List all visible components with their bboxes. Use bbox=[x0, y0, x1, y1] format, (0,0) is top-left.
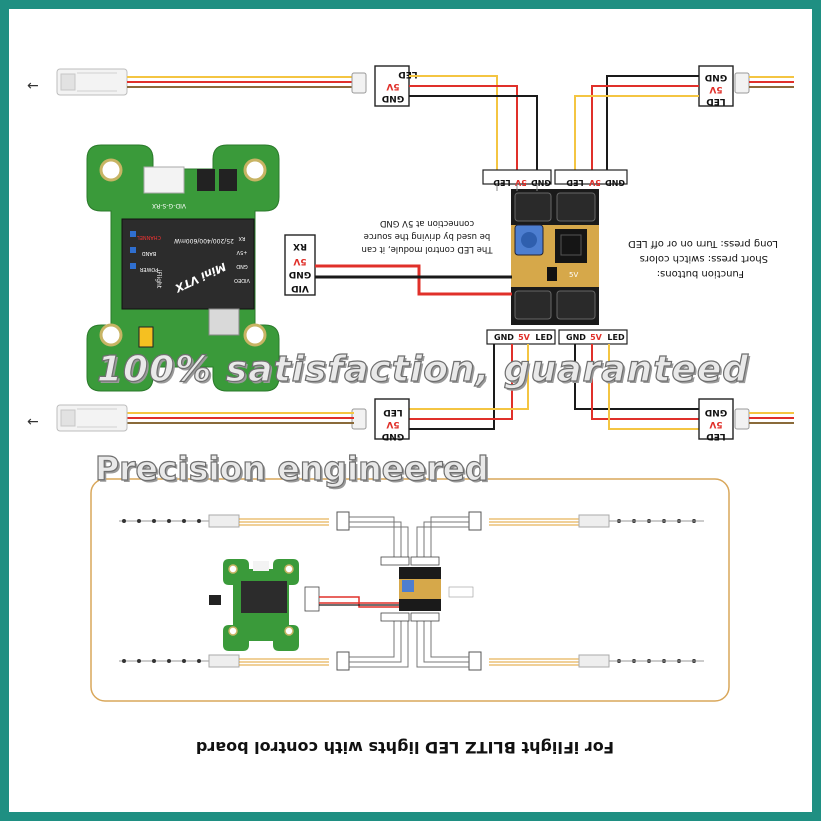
vtx-buttons: CHANNEL BAND POWER bbox=[130, 231, 161, 272]
control-note: The LED control module, it can be used b… bbox=[362, 218, 494, 254]
note-line-3: connection at 5V GND bbox=[379, 218, 474, 228]
vtx-connector bbox=[143, 166, 185, 194]
vtx-module: VID-G-S-RX 25/200/400/600mW Mini VTX iFl… bbox=[86, 144, 280, 392]
vtx-btn-band: BAND bbox=[142, 250, 157, 256]
vtx-pin-rx: RX bbox=[238, 235, 245, 241]
led-strip-bl bbox=[119, 651, 350, 671]
svg-text:5V: 5V bbox=[569, 271, 578, 279]
jb-gnd: GND bbox=[494, 333, 514, 342]
note-line-2: be used by driving the source bbox=[364, 231, 491, 241]
jt2-gnd: GND bbox=[605, 178, 625, 187]
arrow-left-icon: ← bbox=[27, 78, 39, 94]
pad-bottom-right: GND 5V LED bbox=[698, 398, 734, 441]
overlay-satisfaction: 100% satisfaction, guaranteed bbox=[96, 348, 750, 390]
overlay-precision: Precision engineered bbox=[94, 448, 489, 488]
jb2-5v: 5V bbox=[590, 333, 603, 342]
pad-bl-5v: 5V bbox=[386, 419, 399, 429]
vtx-side-rx: RX bbox=[256, 239, 263, 247]
pad-top-left-gnd: GND bbox=[382, 93, 404, 103]
diagram-canvas: ← LED 5V GND GND 5V LED bbox=[9, 9, 812, 812]
pad-bl-led: LED bbox=[383, 407, 402, 417]
overview-diagram bbox=[90, 478, 730, 702]
pad-top-right-gnd: LED bbox=[706, 96, 725, 106]
arrow-left-icon-2: ← bbox=[27, 414, 39, 430]
pad-bl-gnd: GND bbox=[382, 431, 404, 441]
top-right-plug bbox=[734, 72, 794, 94]
led-control-board: 5V bbox=[511, 189, 599, 325]
pad-top-right-5v: 5V bbox=[709, 84, 722, 94]
vtx-wire-vid: VID bbox=[291, 283, 309, 293]
jt-led: LED bbox=[493, 178, 511, 187]
jt2-5v: 5V bbox=[588, 178, 601, 187]
note-line-1: The LED control module, it can bbox=[362, 244, 494, 254]
vtx-side-5v: 5V bbox=[256, 252, 263, 261]
jb-led: LED bbox=[535, 333, 553, 342]
vtx-wire-labels: RX 5V GND VID bbox=[284, 234, 316, 296]
fn-line-1: Function buttons: bbox=[657, 268, 744, 279]
pad-top-left: LED 5V GND bbox=[374, 65, 418, 107]
caption: For iFlight BLITZ LED lights with contro… bbox=[196, 738, 614, 757]
vtx-pin-gnd: GND bbox=[236, 263, 248, 269]
pad-top-left-5v: 5V bbox=[386, 81, 399, 91]
jt-gnd: GND bbox=[531, 178, 551, 187]
vtx-spec: 25/200/400/600mW bbox=[174, 237, 234, 244]
led-strip-tl bbox=[119, 511, 350, 531]
vtx-side-gnd: GND bbox=[256, 265, 263, 279]
vtx-wire-gnd: GND bbox=[289, 269, 311, 279]
bottom-left-plug: ← bbox=[27, 404, 367, 432]
vtx-pin-video: VIDEO bbox=[234, 277, 250, 283]
vtx-pin-5v: +5V bbox=[236, 249, 247, 255]
jb2-led: LED bbox=[607, 333, 625, 342]
pad-top-left-led: LED bbox=[398, 69, 417, 79]
junction-pads-top: GND 5V LED GND 5V LED bbox=[482, 169, 628, 187]
jt2-led: LED bbox=[566, 178, 584, 187]
junction-pads-bottom: LED 5V GND LED 5V GND bbox=[486, 329, 628, 345]
pad-br-led: LED bbox=[706, 431, 725, 441]
jb2-gnd: GND bbox=[566, 333, 586, 342]
fn-line-3: Long press: Turn on or off LED bbox=[628, 238, 778, 249]
vtx-btn-channel: CHANNEL bbox=[137, 234, 161, 240]
vtx-side-vid: VID bbox=[256, 290, 263, 301]
vtx-btn-power: POWER bbox=[139, 266, 158, 272]
pad-top-right-led: GND bbox=[705, 72, 727, 82]
led-strip-tr bbox=[468, 511, 704, 531]
jt-5v: 5V bbox=[514, 178, 527, 187]
vtx-wire-5v: 5V bbox=[293, 256, 306, 266]
bottom-right-plug bbox=[734, 408, 794, 430]
fn-line-2: Short press: switch colors bbox=[640, 253, 768, 264]
function-buttons-text: Function buttons: Short press: switch co… bbox=[628, 238, 778, 279]
vtx-brand: iFlight bbox=[155, 270, 162, 289]
pad-top-right: GND 5V LED bbox=[698, 65, 734, 107]
vtx-wire-rx: RX bbox=[293, 241, 307, 251]
jb-5v: 5V bbox=[518, 333, 531, 342]
vtx-model: VID-G-S-RX bbox=[152, 202, 186, 209]
led-strip-br bbox=[468, 651, 704, 671]
pad-br-5v: 5V bbox=[709, 419, 722, 429]
pad-bottom-left: LED 5V GND bbox=[374, 398, 410, 441]
pad-br-gnd: GND bbox=[705, 407, 727, 417]
top-left-plug: ← bbox=[27, 68, 367, 96]
wiring-diagram: ← LED 5V GND GND 5V LED bbox=[27, 65, 794, 757]
